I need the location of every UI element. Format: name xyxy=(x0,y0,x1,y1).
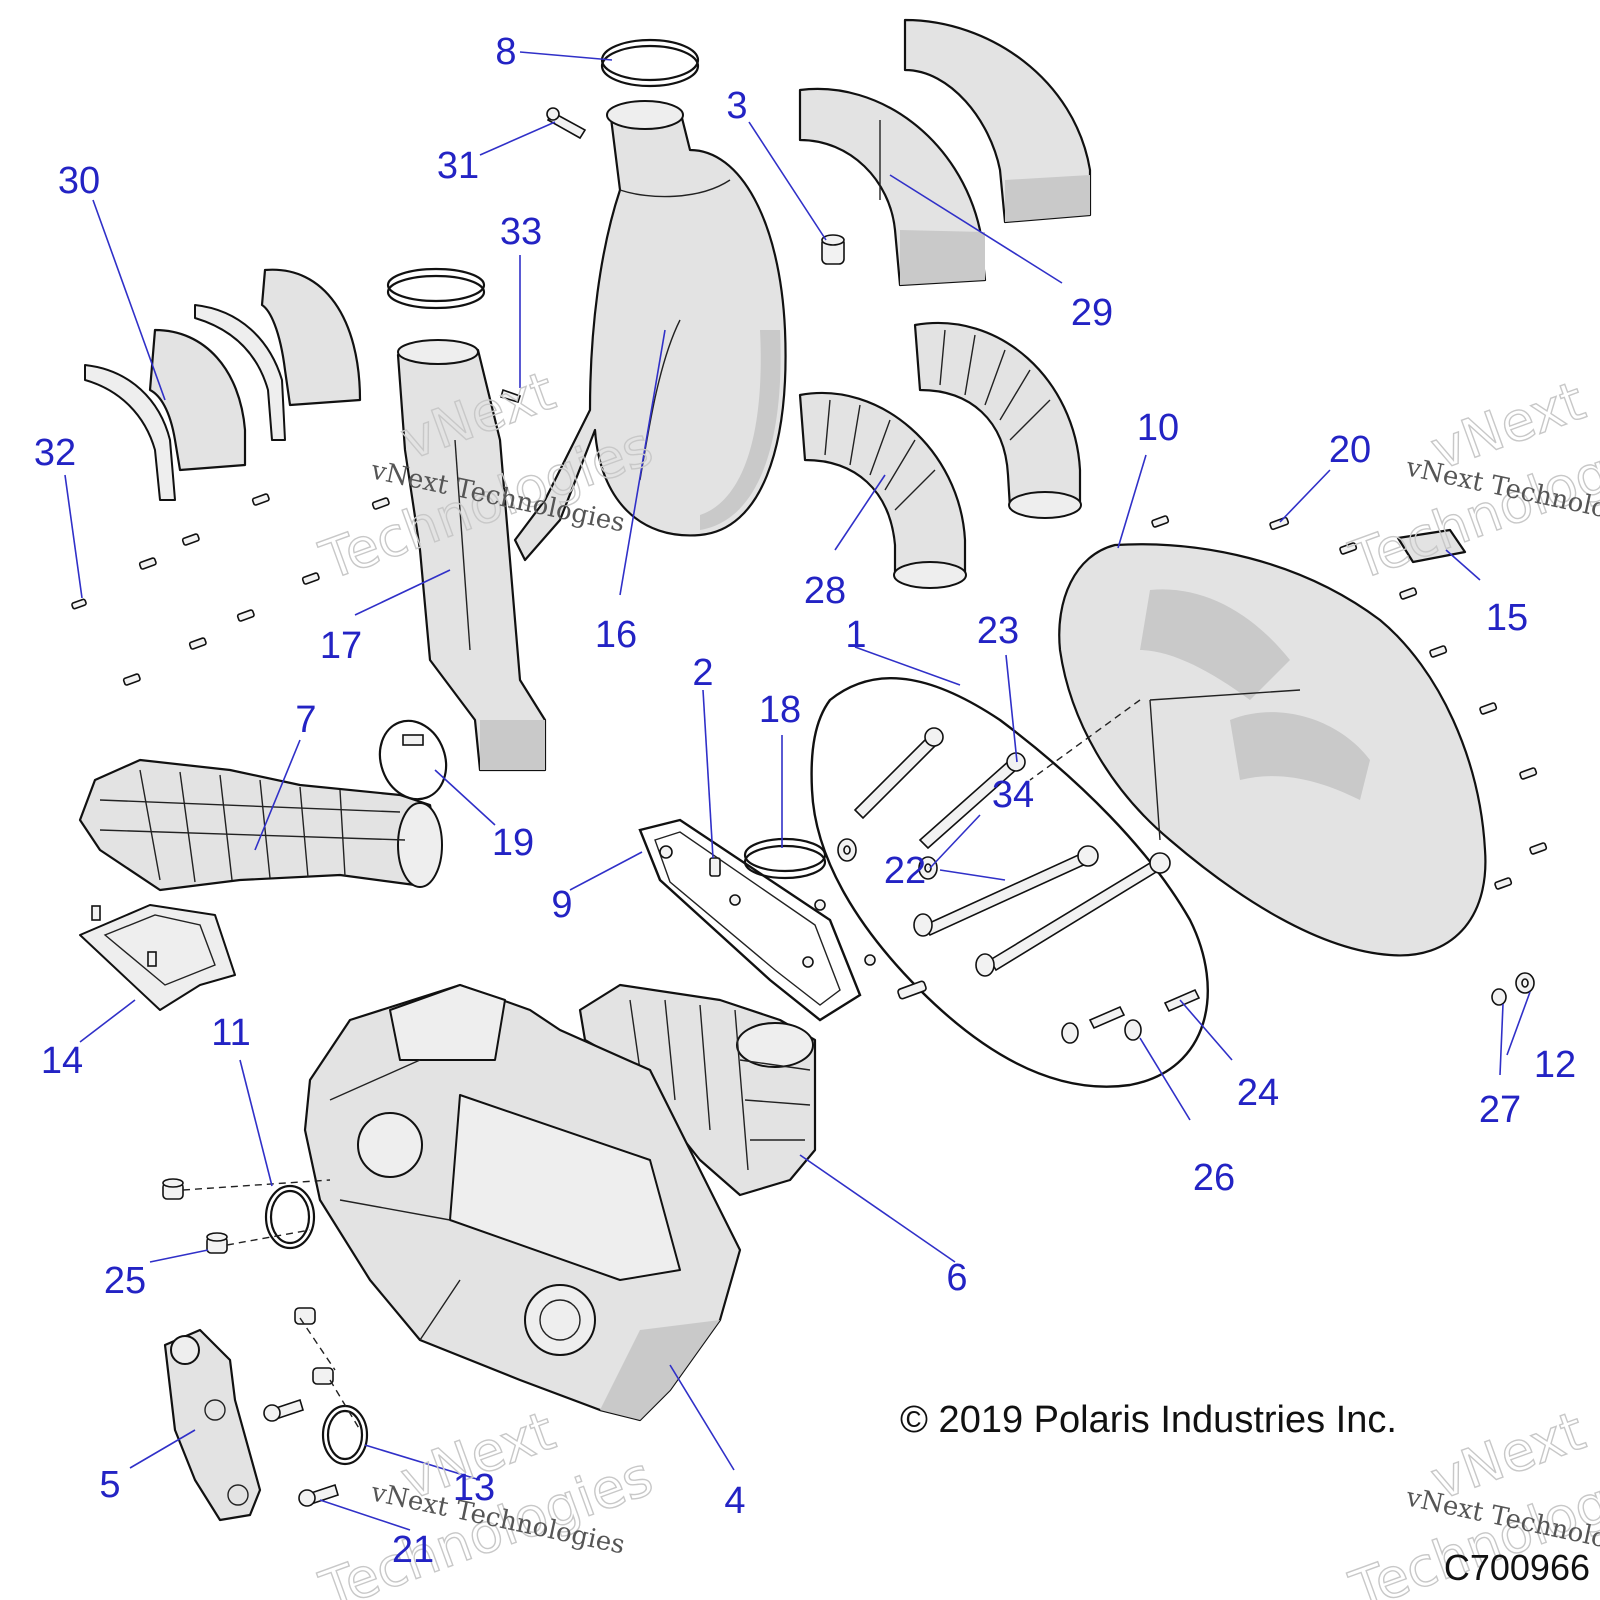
callout-14: 14 xyxy=(41,1040,83,1082)
callout-21: 21 xyxy=(392,1529,434,1571)
callout-9: 9 xyxy=(551,884,572,926)
part-29-shields xyxy=(798,18,1092,287)
callout-17: 17 xyxy=(320,625,362,667)
callout-22: 22 xyxy=(884,850,926,892)
part-23-long-bolt xyxy=(853,727,1026,850)
callout-5: 5 xyxy=(99,1464,120,1506)
callout-18: 18 xyxy=(759,689,801,731)
part-33-bolt xyxy=(500,388,522,403)
part-14-plate xyxy=(79,904,236,1011)
leader-lines xyxy=(64,51,1531,1531)
callout-34: 34 xyxy=(992,774,1034,816)
callout-6: 6 xyxy=(946,1257,967,1299)
callout-3: 3 xyxy=(726,85,747,127)
part-6-intake-duct xyxy=(578,983,817,1197)
washer-set xyxy=(837,838,1142,1044)
part-22-long-bolt xyxy=(923,845,1171,972)
callout-8: 8 xyxy=(495,31,516,73)
part-11-o-ring xyxy=(264,1184,316,1250)
callout-24: 24 xyxy=(1237,1072,1279,1114)
part-8-clamp xyxy=(600,38,700,88)
callout-1: 1 xyxy=(845,614,866,656)
callout-7: 7 xyxy=(295,699,316,741)
part-12-nut xyxy=(1515,972,1535,994)
callout-33: 33 xyxy=(500,211,542,253)
callout-13: 13 xyxy=(453,1467,495,1509)
callout-30: 30 xyxy=(58,160,100,202)
part-1-gasket xyxy=(810,677,1209,1088)
callout-11: 11 xyxy=(211,1012,250,1054)
part-13-o-ring xyxy=(321,1404,369,1466)
copyright-notice: © 2019 Polaris Industries Inc. xyxy=(900,1399,1397,1441)
part-28-elbow-ducts xyxy=(798,322,1082,589)
part-10-outer-cover xyxy=(1029,543,1487,957)
callout-31: 31 xyxy=(437,145,479,187)
part-4-inner-cover xyxy=(303,983,742,1422)
part-31-bolt xyxy=(546,107,587,140)
callout-16: 16 xyxy=(595,614,637,656)
part-24-bolt xyxy=(897,980,1201,1030)
part-27-washer xyxy=(1491,988,1507,1006)
part-30-shields xyxy=(84,268,362,501)
callout-29: 29 xyxy=(1071,292,1113,334)
part-2-bolt xyxy=(709,857,721,877)
part-7-intake-duct xyxy=(78,758,443,892)
assembly-centerlines xyxy=(182,1179,361,1431)
callout-23: 23 xyxy=(977,610,1019,652)
part-19-clamp xyxy=(378,719,448,801)
part-5-bracket xyxy=(163,1328,262,1522)
part-25-grommet xyxy=(162,1178,334,1385)
callout-10: 10 xyxy=(1137,407,1179,449)
callout-27: 27 xyxy=(1479,1089,1521,1131)
figure-code: C700966 xyxy=(1444,1547,1590,1588)
callout-25: 25 xyxy=(104,1260,146,1302)
callout-20: 20 xyxy=(1329,429,1371,471)
fastener-set xyxy=(71,493,390,686)
callout-2: 2 xyxy=(692,652,713,694)
callout-labels: 1 2 3 4 5 6 7 8 9 10 11 12 13 14 15 16 1… xyxy=(34,31,1576,1571)
part-21-bolt xyxy=(263,1398,339,1507)
callout-28: 28 xyxy=(804,570,846,612)
callout-26: 26 xyxy=(1193,1157,1235,1199)
watermark-top-right: vNext Technologies vNext Technologies xyxy=(1341,368,1600,593)
part-15-pad xyxy=(1396,528,1467,564)
callout-12: 12 xyxy=(1534,1044,1576,1086)
callout-32: 32 xyxy=(34,432,76,474)
callout-4: 4 xyxy=(724,1480,745,1522)
part-9-gasket-frame xyxy=(638,818,876,1022)
callout-15: 15 xyxy=(1486,597,1528,639)
part-20-bolt xyxy=(1151,515,1548,890)
part-3-spacer xyxy=(821,234,845,265)
part-17-long-duct xyxy=(386,267,547,772)
callout-19: 19 xyxy=(492,822,534,864)
